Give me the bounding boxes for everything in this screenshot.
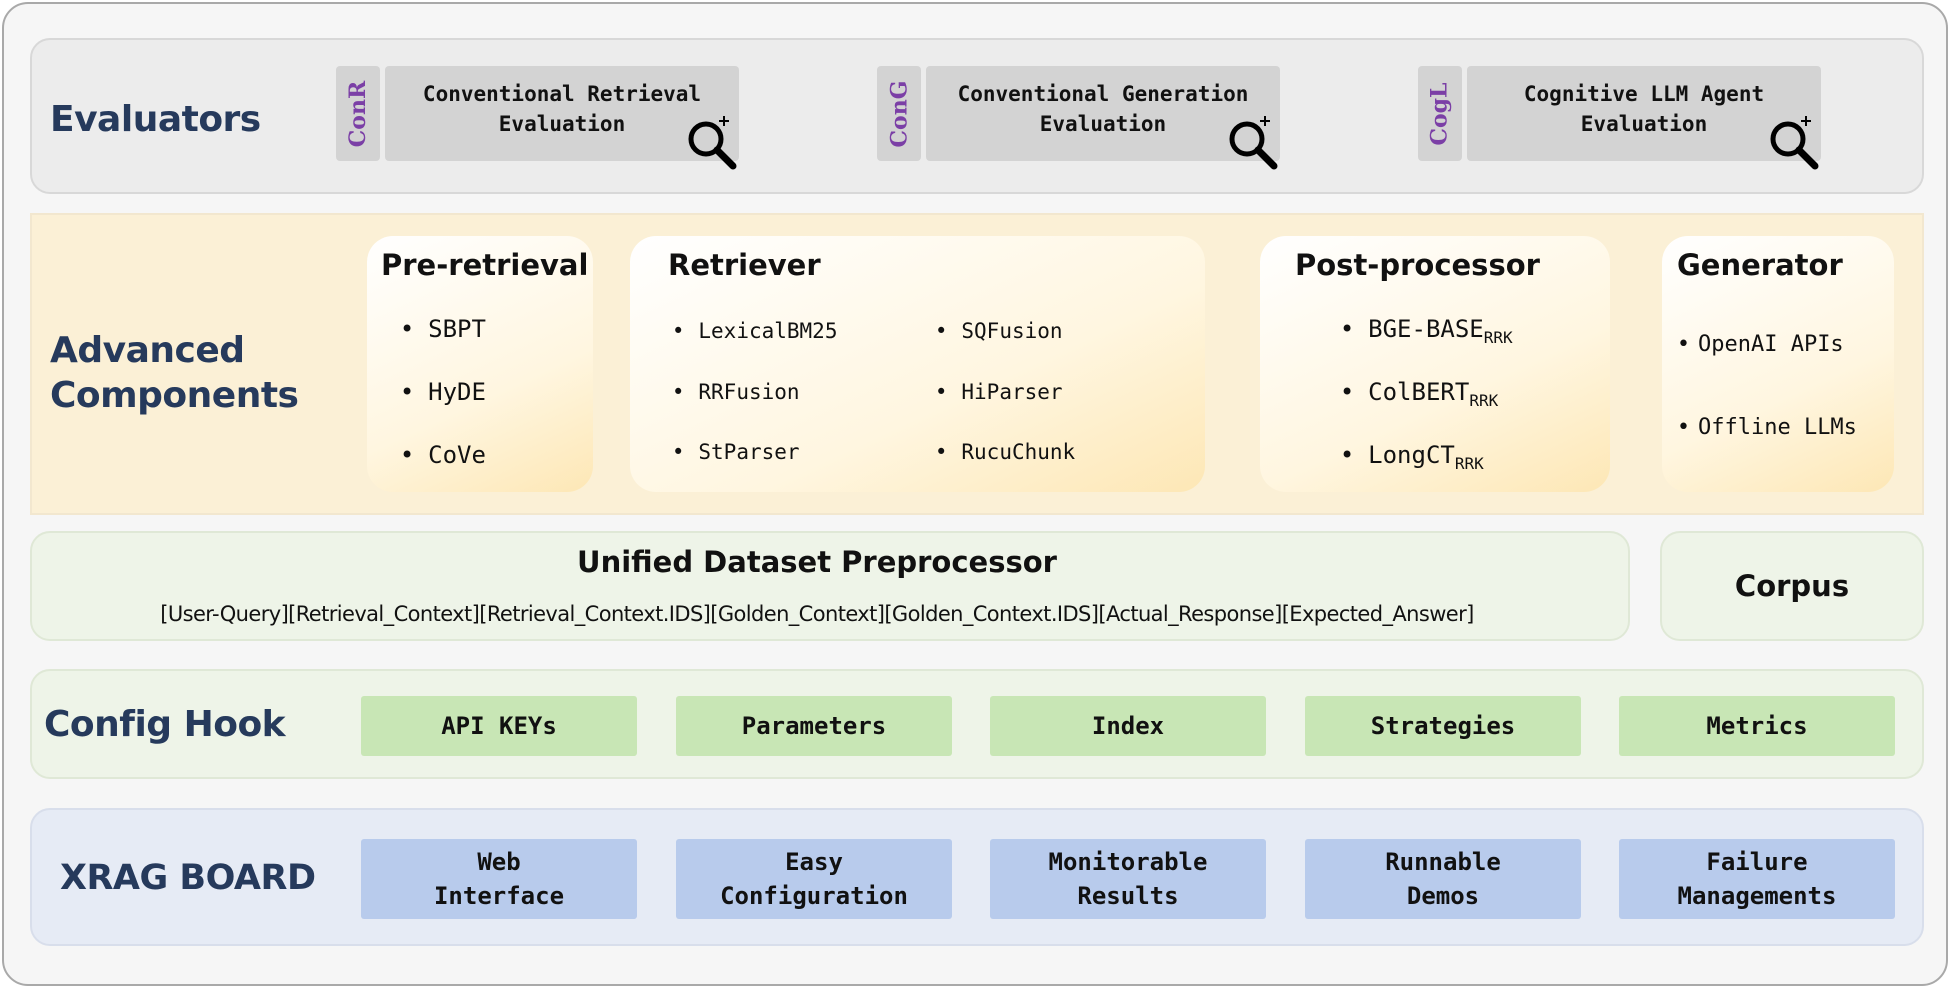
generator-title: Generator xyxy=(1677,248,1843,282)
list-item: •StParser xyxy=(672,440,800,464)
list-item: •Offline LLMs xyxy=(1677,415,1857,440)
list-item: •ColBERTRRK xyxy=(1340,378,1499,410)
advanced-label-line1: Advanced xyxy=(50,330,245,371)
evaluator-label: Conventional Retrieval Evaluation xyxy=(422,81,702,136)
xrag-runnable-demos: Runnable Demos xyxy=(1305,839,1581,919)
evaluator-tag-cogl: CogL xyxy=(1418,66,1462,161)
list-item: •OpenAI APIs xyxy=(1677,332,1844,357)
config-metrics: Metrics xyxy=(1619,696,1895,756)
preprocessor-title: Unified Dataset Preprocessor xyxy=(577,545,1057,579)
list-item: •HyDE xyxy=(400,378,486,406)
generator-card xyxy=(1662,236,1894,492)
evaluator-tag-conr: ConR xyxy=(336,66,380,161)
corpus-label: Corpus xyxy=(1734,569,1850,603)
list-item: •BGE-BASERRK xyxy=(1340,315,1513,347)
config-parameters: Parameters xyxy=(676,696,952,756)
retriever-title: Retriever xyxy=(668,248,821,282)
xrag-easy-configuration: Easy Configuration xyxy=(676,839,952,919)
xrag-failure-managements: Failure Managements xyxy=(1619,839,1895,919)
list-item: •RucuChunk xyxy=(935,440,1076,464)
retriever-card xyxy=(630,236,1205,492)
xrag-board-band xyxy=(30,808,1924,946)
xrag-monitorable-results: Monitorable Results xyxy=(990,839,1266,919)
evaluator-label: Conventional Generation Evaluation xyxy=(957,81,1249,136)
pre-retrieval-title: Pre-retrieval xyxy=(381,248,589,282)
list-item: •CoVe xyxy=(400,441,486,469)
magnifier-plus-icon xyxy=(1770,116,1819,170)
xrag-board-label: XRAG BOARD xyxy=(60,858,316,898)
xrag-web-interface: Web Interface xyxy=(361,839,637,919)
corpus-band xyxy=(1660,531,1924,641)
list-item: •LexicalBM25 xyxy=(672,319,838,343)
preprocessor-band xyxy=(30,531,1630,641)
post-processor-title: Post-processor xyxy=(1295,248,1540,282)
evaluator-conventional-generation: Conventional Generation Evaluation xyxy=(926,66,1280,170)
preprocessor-fields: [User-Query][Retrieval_Context][Retrieva… xyxy=(160,602,1474,626)
pre-retrieval-card xyxy=(367,236,593,492)
list-item: •HiParser xyxy=(935,380,1063,404)
config-strategies: Strategies xyxy=(1305,696,1581,756)
evaluators-label: Evaluators xyxy=(50,99,261,140)
evaluator-label: Cognitive LLM Agent Evaluation xyxy=(1523,81,1765,136)
advanced-label-line2: Components xyxy=(50,375,299,416)
list-item: •SBPT xyxy=(400,315,486,343)
magnifier-plus-icon xyxy=(1229,116,1278,170)
list-item: •SQFusion xyxy=(935,319,1063,343)
evaluator-tag-cong: ConG xyxy=(877,66,921,161)
config-api-keys: API KEYs xyxy=(361,696,637,756)
magnifier-plus-icon xyxy=(688,116,737,170)
config-hook-label: Config Hook xyxy=(44,704,286,745)
evaluator-conventional-retrieval: Conventional Retrieval Evaluation xyxy=(385,66,739,170)
list-item: •RRFusion xyxy=(672,380,800,404)
evaluator-cognitive-llm-agent: Cognitive LLM Agent Evaluation xyxy=(1467,66,1821,170)
list-item: •LongCTRRK xyxy=(1340,441,1484,473)
config-index: Index xyxy=(990,696,1266,756)
advanced-components-label: Advanced Components xyxy=(50,328,299,418)
config-hook-band xyxy=(30,669,1924,779)
post-processor-card xyxy=(1260,236,1610,492)
